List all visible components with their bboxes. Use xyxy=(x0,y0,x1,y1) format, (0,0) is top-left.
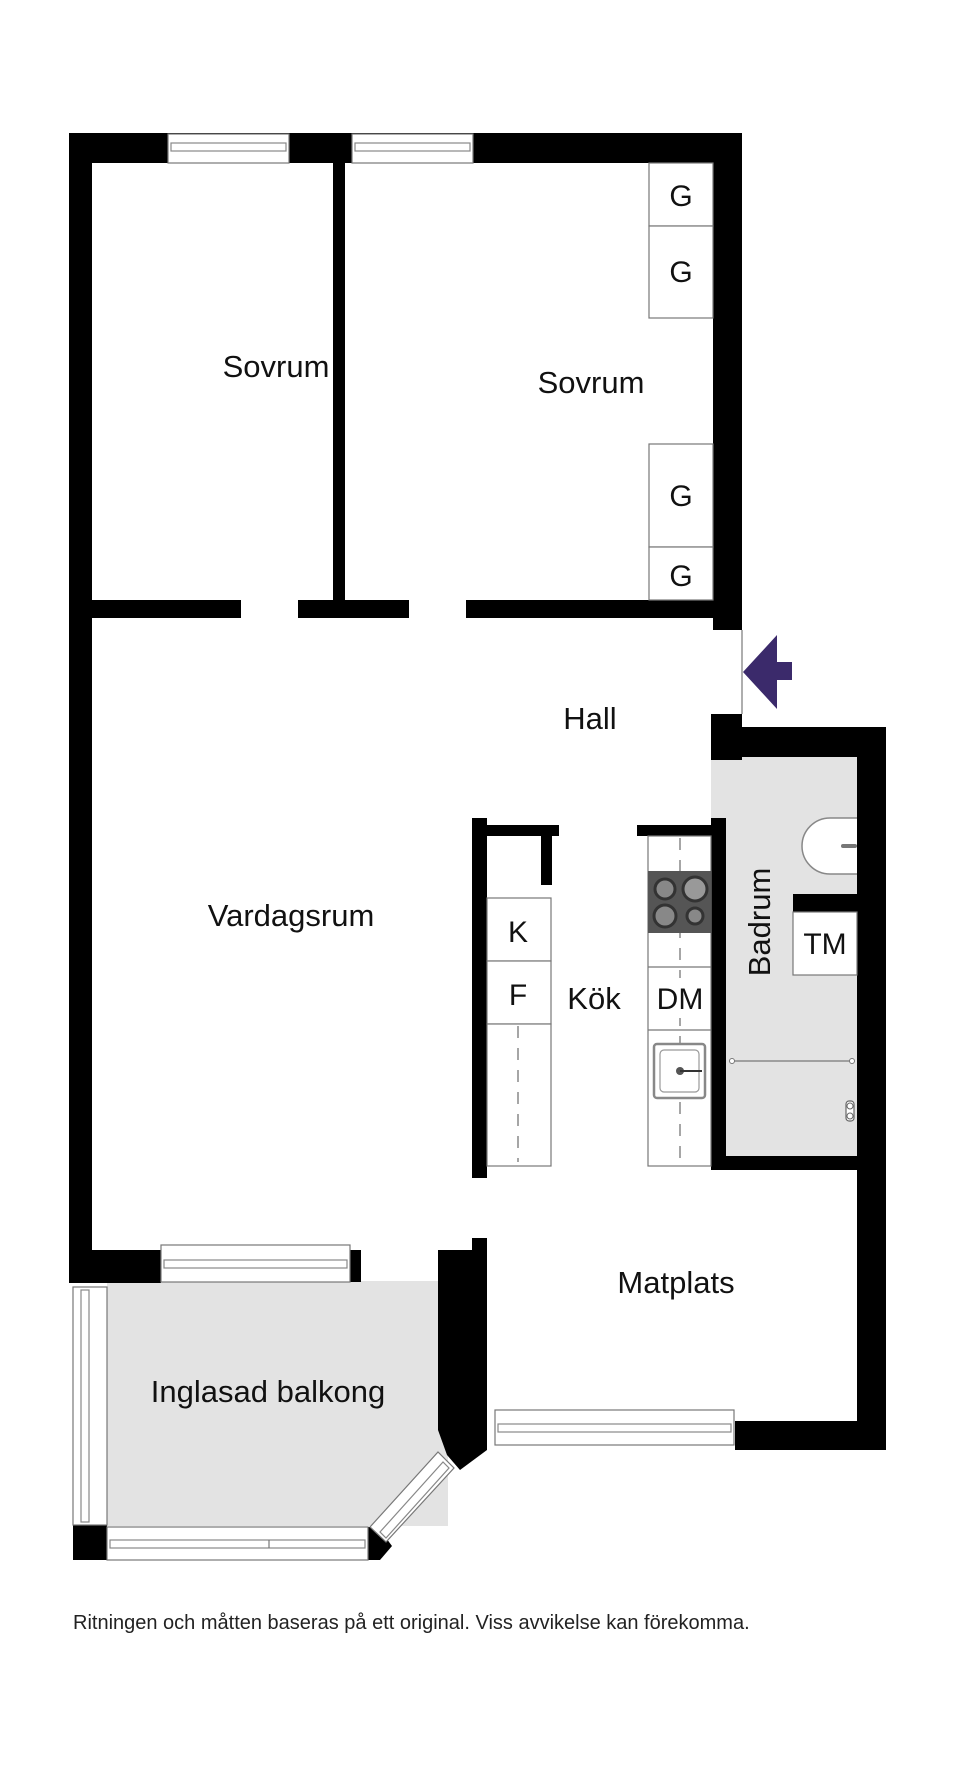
room-label-bathroom: Badrum xyxy=(742,868,777,977)
room-label-living-room: Vardagsrum xyxy=(208,898,375,933)
disclaimer-text: Ritningen och måtten baseras på ett orig… xyxy=(73,1612,750,1634)
room-label-bedroom-1: Sovrum xyxy=(223,349,330,384)
room-label-dining: Matplats xyxy=(617,1265,734,1300)
wardrobe-label: G xyxy=(669,256,692,289)
exterior-walls xyxy=(69,133,886,1560)
windows xyxy=(72,133,735,1561)
dishwasher-label: DM xyxy=(657,983,704,1016)
washbasin xyxy=(801,817,857,875)
bathroom-fixtures: TM xyxy=(729,817,858,1122)
wardrobes: G G G G xyxy=(648,162,714,601)
wardrobe-label: G xyxy=(669,560,692,593)
room-label-balcony: Inglasad balkong xyxy=(151,1374,385,1409)
wardrobe-label: G xyxy=(669,480,692,513)
wardrobe-label: G xyxy=(669,180,692,213)
balcony-floor xyxy=(107,1281,448,1526)
shower-mixer-icon xyxy=(845,1100,855,1122)
room-label-kitchen: Kök xyxy=(567,981,621,1016)
washing-machine-label: TM xyxy=(803,928,846,961)
interior-walls xyxy=(92,163,886,1178)
freezer-label: F xyxy=(509,979,527,1012)
fridge-label: K xyxy=(508,916,528,949)
kitchen-right-counter: DM xyxy=(647,835,712,1167)
room-label-bedroom-2: Sovrum xyxy=(538,365,645,400)
room-label-hall: Hall xyxy=(563,701,616,736)
kitchen-left-counter: K F xyxy=(486,897,552,1167)
entrance-arrow-icon xyxy=(743,635,792,709)
